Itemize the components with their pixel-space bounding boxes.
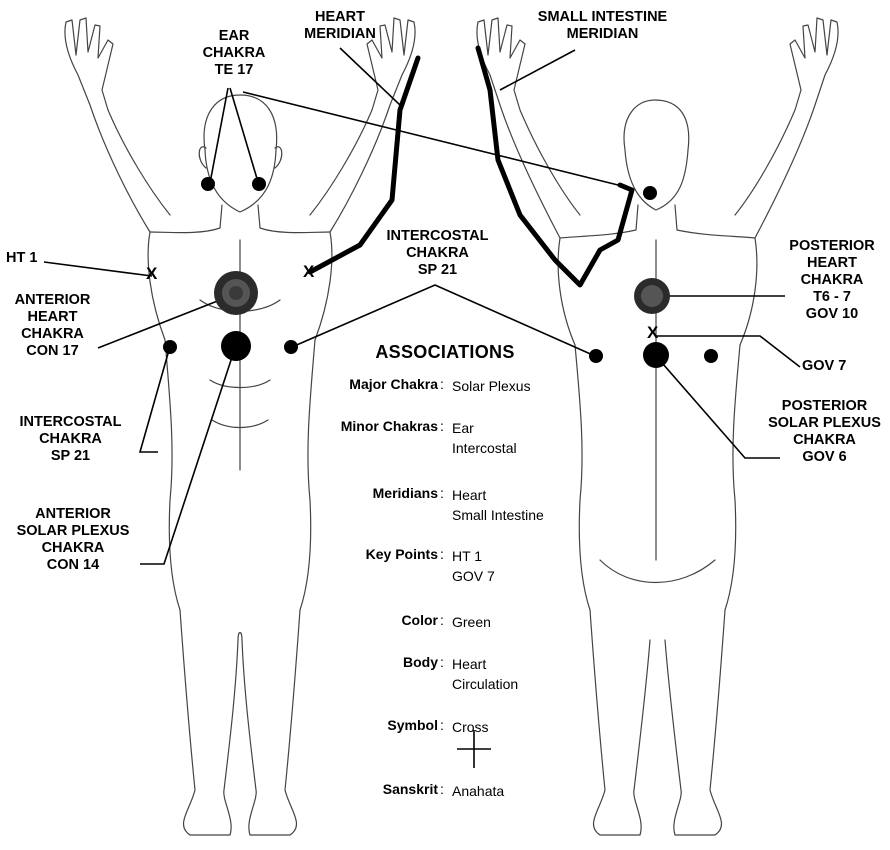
anterior-heart-leader [98, 300, 220, 348]
associations-title: ASSOCIATIONS [360, 342, 530, 363]
intercostal-dot-back-left [589, 349, 603, 363]
assoc-row-sanskrit: Sanskrit : Anahata [300, 781, 600, 841]
assoc-row-symbol: Symbol : Cross [300, 717, 600, 777]
assoc-colon: : [440, 781, 444, 797]
intercostal-left-leader [140, 350, 169, 452]
assoc-value: Green [452, 612, 491, 632]
ht1-x-mark: X [146, 265, 157, 282]
anterior-solar-plexus-dot [221, 331, 251, 361]
assoc-colon: : [440, 612, 444, 628]
assoc-colon: : [440, 418, 444, 434]
posterior-solar-plexus-dot [643, 342, 669, 368]
assoc-colon: : [440, 376, 444, 392]
gov7-label: GOV 7 [802, 358, 846, 375]
assoc-value: Anahata [452, 781, 504, 801]
gov10-x-mark: X [647, 324, 658, 341]
assoc-key: Major Chakra [349, 376, 438, 392]
anterior-solar-leader [140, 348, 235, 564]
small-intestine-meridian-line [478, 48, 632, 285]
ear-leader-3 [243, 92, 618, 185]
ear-dot-left [201, 177, 215, 191]
intercostal-dot-front-left [163, 340, 177, 354]
assoc-value: Solar Plexus [452, 376, 531, 396]
assoc-key: Minor Chakras [341, 418, 438, 434]
assoc-colon: : [440, 485, 444, 501]
ht1-leader [44, 262, 152, 276]
heart-meridian-x-mark: X [303, 263, 314, 280]
assoc-key: Sanskrit [383, 781, 438, 797]
ht1-label: HT 1 [6, 250, 37, 267]
gov7-leader [656, 336, 800, 367]
assoc-value: Cross [452, 717, 489, 737]
assoc-key: Body [403, 654, 438, 670]
intercostal-dot-front-right [284, 340, 298, 354]
assoc-key: Color [401, 612, 438, 628]
ear-leader-2 [230, 88, 258, 182]
ear-leader-1 [210, 88, 228, 183]
ear-dot-right [252, 177, 266, 191]
assoc-colon: : [440, 546, 444, 562]
intercostal-dot-back-right [704, 349, 718, 363]
assoc-colon: : [440, 654, 444, 670]
assoc-colon: : [440, 717, 444, 733]
assoc-key: Symbol [387, 717, 438, 733]
ear-dot-back [643, 186, 657, 200]
assoc-key: Meridians [373, 485, 438, 501]
assoc-key: Key Points [366, 546, 438, 562]
